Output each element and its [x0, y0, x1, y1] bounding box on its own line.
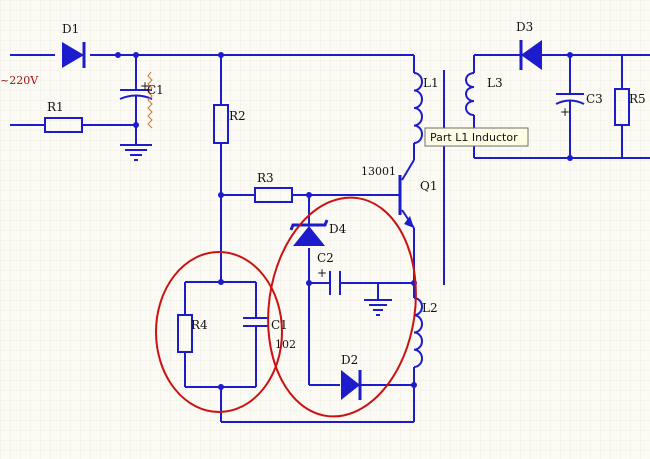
resistor-r4[interactable]: [177, 314, 193, 353]
inductor-l2[interactable]: [413, 297, 424, 368]
resistor-r3[interactable]: [254, 187, 293, 203]
label-transistor-part: 13001: [361, 165, 396, 178]
label-r2: R2: [229, 109, 246, 123]
tooltip-text: Part L1 Inductor: [430, 131, 518, 144]
ground-symbol-c2: [364, 299, 392, 316]
input-voltage-label: ~220V: [0, 74, 39, 87]
label-c1-top: C1: [147, 83, 164, 97]
resistor-r1[interactable]: [44, 117, 83, 133]
label-l2: L2: [422, 301, 438, 315]
junction-dots: [115, 52, 573, 390]
label-c1-bottom: C1: [271, 318, 288, 332]
label-l1: L1: [423, 76, 439, 90]
capacitor-c1-bottom[interactable]: [243, 317, 269, 327]
resistor-r5[interactable]: [614, 88, 630, 126]
label-r3: R3: [257, 171, 274, 185]
label-d3: D3: [516, 20, 533, 34]
diode-d2[interactable]: [341, 370, 362, 400]
diode-d3[interactable]: [519, 40, 542, 70]
polarity-c3: +: [560, 105, 570, 119]
label-q1: Q1: [420, 179, 437, 193]
inductor-l3[interactable]: [465, 72, 475, 116]
inductor-l1[interactable]: [413, 72, 423, 144]
capacitor-c3[interactable]: [555, 93, 585, 105]
highlight-ellipse-r4-c1: [155, 251, 283, 413]
resistor-r2[interactable]: [213, 104, 229, 144]
capacitor-c2[interactable]: [329, 271, 341, 295]
transistor-q1[interactable]: [398, 175, 414, 228]
wires: [10, 54, 650, 423]
c1-polarity-stripe: [147, 71, 153, 129]
label-d4: D4: [329, 222, 347, 236]
zener-diode-d4[interactable]: [289, 219, 329, 246]
diode-d1[interactable]: [62, 42, 86, 68]
label-r5: R5: [629, 92, 646, 106]
label-r4: R4: [191, 318, 208, 332]
part-tooltip: Part L1 Inductor: [424, 127, 529, 147]
highlight-ellipse-d4-c2-d2: [267, 196, 417, 418]
polarity-c1: +: [140, 79, 150, 93]
polarity-c2: +: [317, 266, 327, 280]
label-r1: R1: [47, 100, 64, 114]
ground-symbol-c1: [120, 144, 152, 161]
label-c3: C3: [586, 92, 603, 106]
label-l3: L3: [487, 76, 503, 90]
label-c2: C2: [317, 251, 334, 265]
label-c1-bottom-value: 102: [275, 338, 296, 351]
label-d2: D2: [341, 353, 358, 367]
label-d1: D1: [62, 22, 79, 36]
